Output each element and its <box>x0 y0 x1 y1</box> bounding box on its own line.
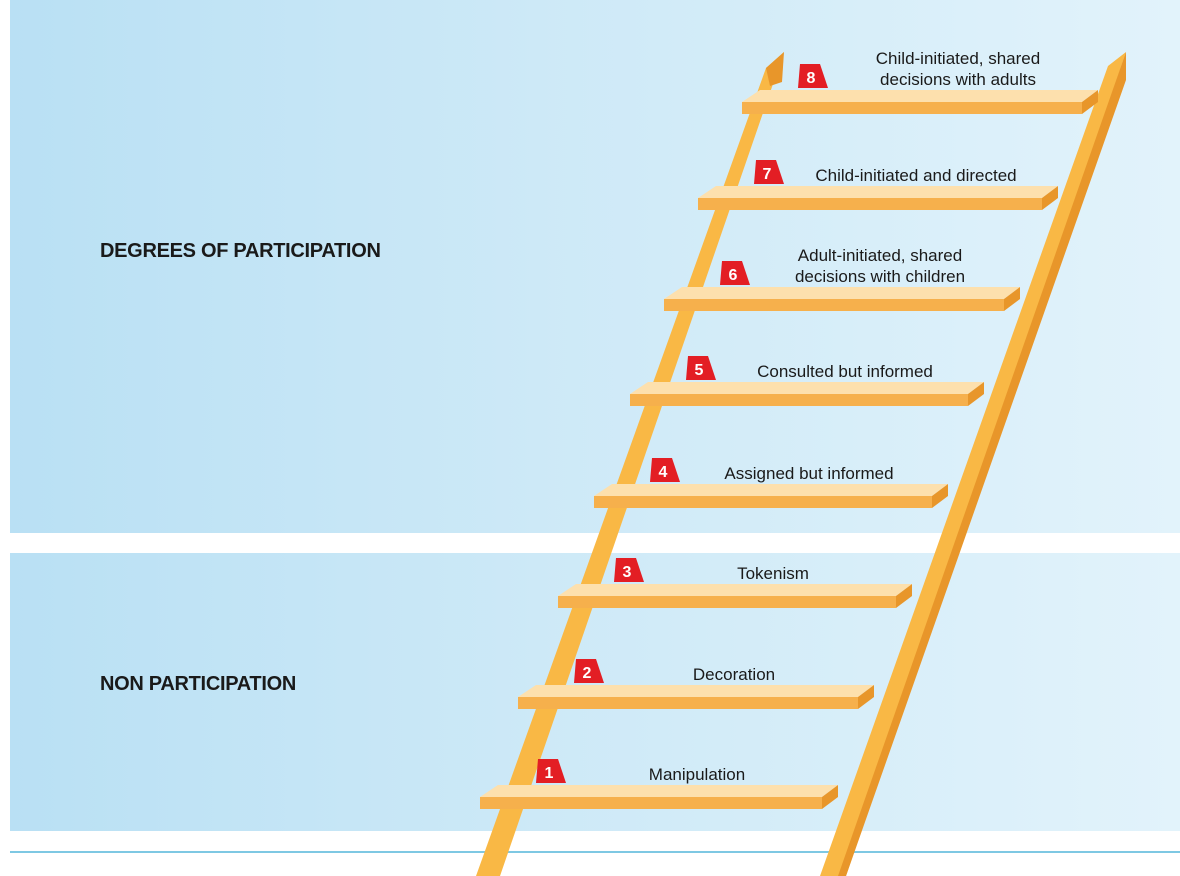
rung-end <box>896 584 912 608</box>
rung-end <box>1082 90 1098 114</box>
rung-front <box>742 102 1082 114</box>
rung-top <box>742 90 1098 102</box>
rung-front <box>518 697 858 709</box>
ground-line <box>10 851 1180 853</box>
rung-number: 5 <box>695 362 704 379</box>
rung-label-1: Manipulation <box>547 764 847 785</box>
rung-4: 4 <box>594 458 948 508</box>
non-participation-label: NON PARTICIPATION <box>100 673 297 695</box>
rung-5: 5 <box>630 356 984 406</box>
rung-end <box>968 382 984 406</box>
rung-8: 8 <box>742 64 1098 114</box>
rung-label-line1: Child-initiated and directed <box>815 166 1017 185</box>
rung-label-5: Consulted but informed <box>695 361 995 382</box>
rung-number: 8 <box>807 70 816 87</box>
right-rail <box>820 52 1126 876</box>
rung-number-badge <box>720 261 750 285</box>
rung-number-badge <box>686 356 716 380</box>
rung-number: 4 <box>659 464 668 481</box>
rung-top <box>698 186 1058 198</box>
rung-number: 7 <box>763 166 772 183</box>
rung-label-6: Adult-initiated, shared decisions with ch… <box>730 245 1030 287</box>
rung-label-4: Assigned but informed <box>659 463 959 484</box>
rung-end <box>1004 287 1020 311</box>
rung-end <box>1042 186 1058 210</box>
rung-7: 7 <box>698 160 1058 210</box>
rung-label-8: Child-initiated, shared decisions with ad… <box>808 48 1108 90</box>
rung-1: 1 <box>480 759 838 809</box>
rung-front <box>664 299 1004 311</box>
rung-label-line2: decisions with children <box>794 267 966 286</box>
rung-label-7: Child-initiated and directed <box>766 165 1066 186</box>
rung-label-line1: Adult-initiated, shared <box>797 246 963 265</box>
rung-end <box>932 484 948 508</box>
rung-front <box>594 496 932 508</box>
right-rail-side <box>838 52 1126 876</box>
rung-3: 3 <box>558 558 912 608</box>
rung-number-badge <box>574 659 604 683</box>
rung-label-line1: Consulted but informed <box>757 362 933 381</box>
rung-label-2: Decoration <box>584 664 884 685</box>
rung-top <box>558 584 912 596</box>
rung-6: 6 <box>664 261 1020 311</box>
rung-front <box>480 797 822 809</box>
left-rail-top <box>766 52 784 86</box>
rung-front <box>698 198 1042 210</box>
rung-number: 6 <box>729 267 738 284</box>
left-rail-face <box>476 52 784 876</box>
rung-number-badge <box>754 160 784 184</box>
rung-front <box>630 394 968 406</box>
right-rail-face <box>820 52 1126 876</box>
rung-label-line1: Assigned but informed <box>724 464 894 483</box>
rung-top <box>518 685 874 697</box>
rung-number: 1 <box>545 765 554 782</box>
rung-number-badge <box>798 64 828 88</box>
rung-label-line1: Manipulation <box>648 765 746 784</box>
rung-number-badge <box>650 458 680 482</box>
rung-label-line1: Decoration <box>692 665 776 684</box>
rung-number: 3 <box>623 564 632 581</box>
left-rail <box>476 52 784 876</box>
rung-label-line2: decisions with adults <box>880 70 1036 89</box>
rungs: 1 2 3 4 5 6 7 8 <box>480 64 1098 809</box>
rung-label-3: Tokenism <box>623 563 923 584</box>
rung-number-badge <box>614 558 644 582</box>
rung-number-badge <box>536 759 566 783</box>
rung-top <box>480 785 838 797</box>
rung-front <box>558 596 896 608</box>
rung-top <box>630 382 984 394</box>
rung-2: 2 <box>518 659 874 709</box>
degrees-of-participation-label: DEGREES OF PARTICIPATION <box>100 240 381 262</box>
rung-label-line1: Tokenism <box>737 564 809 583</box>
rung-top <box>664 287 1020 299</box>
rung-end <box>822 785 838 809</box>
rung-label-line1: Child-initiated, shared <box>875 49 1041 68</box>
rung-top <box>594 484 948 496</box>
rung-end <box>858 685 874 709</box>
rung-number: 2 <box>583 665 592 682</box>
